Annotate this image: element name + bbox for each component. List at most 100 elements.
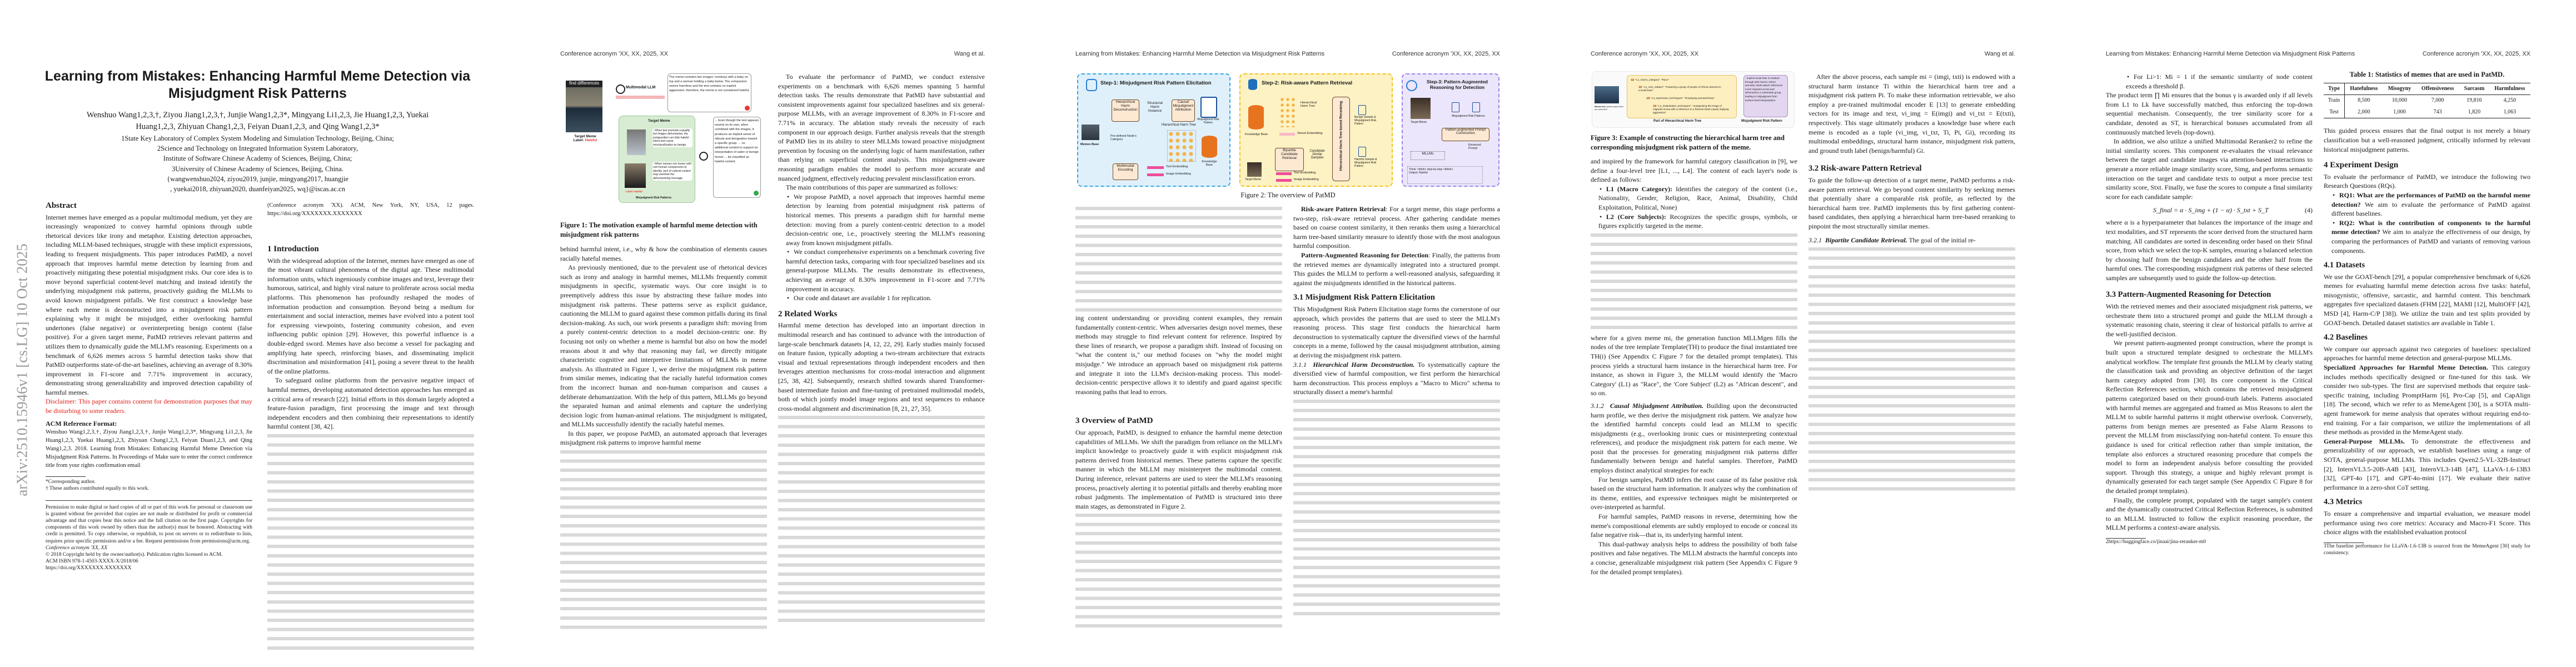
embedding-bar [1276,179,1292,182]
node-multimodal-encoding: Multimodal Encoding [1113,163,1138,180]
paragraph: We use the GOAT-bench [29], a popular co… [2324,272,2530,327]
copyright: © 2018 Copyright held by the owner/autho… [46,552,223,558]
subsection-number: 3.1.1 [1293,360,1307,369]
pattern-text: - When text promotes equality but images… [652,128,692,148]
paragraph: We compare our approach against two cate… [2324,345,2530,362]
wrong-x-icon [745,106,750,111]
author-list: Wenshuo Wang1,2,3,†, Ziyou Jiang1,2,3,†,… [33,109,482,133]
right-column: After the above process, each sample mi … [1808,72,2015,492]
step-1-panel: Step-1: Misjudgment Risk Pattern Elicita… [1077,73,1230,187]
text-lines [560,450,767,631]
paragraph-text: To demonstrate the effectiveness and gen… [2324,437,2530,491]
section-heading-3-3: 3.3 Pattern-Augmented Reasoning for Dete… [2106,290,2271,300]
harm-tree-icon [1167,130,1196,162]
pattern-box-footer: Misjudgment Risk Patterns [636,196,672,200]
doi-link[interactable]: https://doi.org/XXXXXXX.XXXXXXX [46,565,132,571]
running-head-title: Learning from Mistakes: Enhancing Harmfu… [2106,51,2355,57]
acm-reference: Wenshuo Wang1,2,3,†, Ziyou Jiang1,2,3,†,… [46,429,252,469]
target-meme-image: find differences [566,81,602,132]
footnote-rule [46,476,86,477]
node-label: Harmful Sample & Misjudgment Risk Patter… [1354,158,1377,168]
text-lines [267,434,474,654]
paragraph: Finally, the complete prompt, populated … [2106,496,2313,532]
permission-rule [46,500,252,501]
footnote-corresponding: *Corresponding author. [46,479,96,485]
table-1-caption: Table 1: Statistics of memes that are us… [2349,71,2505,78]
section-heading-overview: 3 Overview of PatMD [1075,416,1153,426]
paragraph: With the widespread adoption of the Inte… [267,256,474,375]
level-badge: L3 [1646,97,1651,99]
wrong-answer-bubble: The meme contains two images: monkeys wi… [667,73,751,112]
check-icon [754,191,759,196]
authors-line: Huang1,2,3, Zhiyuan Chang1,2,3, Feiyan D… [136,122,380,131]
node-label: Candidate Similar Samples [1309,150,1325,160]
rq-text: We aim to analyze the effectiveness of o… [2331,228,2530,255]
node-text: "L4_instantiation_techniques": "Juxtapos… [1653,104,1729,115]
pattern-doc-icon [1200,97,1217,118]
level-text: Recognizes the specific groups, symbols,… [1598,212,1797,230]
acm-reference-heading: ACM Reference Format: [46,419,117,427]
paper-title: Learning from Mistakes: Enhancing Harmfu… [33,68,482,102]
node-label: Target Meme [1411,121,1427,124]
embedding-bar [1147,166,1164,169]
level-definition: L1 (Macro Category): Identifies the cate… [1591,185,1797,212]
subsection-number: 3.2.1 [1808,236,1822,244]
research-question: RQ1: What are the performances of PatMD … [2324,191,2530,218]
node-text: "L2_core_subject": "Featuring a group of… [1638,86,1721,92]
table-cell: 7,000 [2431,97,2444,104]
level-badge: L2 [1638,86,1643,88]
figure-3: Memes text: where's jaws when you need h… [1592,71,1795,128]
table-cell: 4,250 [2503,97,2517,104]
running-head-conference: Conference acronym 'XX, XX, 2025, XX [1392,51,1500,57]
column-header: Hatefulness [2350,85,2378,92]
text-lines [1075,514,1282,628]
table-cell: 743 [2433,108,2442,115]
author-emails: {wangwenshuo2024, ziyou2019, junjie, min… [167,175,348,183]
embedding-label: Text Embedding [1166,165,1188,168]
clipboard-icon [1472,102,1480,112]
page-4: Conference acronym 'XX, XX, 2025, XX Wan… [1546,0,2061,667]
page-3: Learning from Mistakes: Enhancing Harmfu… [1030,0,1546,667]
subsection-title: Bipartite Candidate Retrieval. [1825,236,1907,244]
step-title: Step-3: Pattern-Augmented Reasoning for … [1426,79,1488,90]
tree-label: Part of Hierarchical Harm Tree [1653,120,1702,123]
left-column: For Li>1: Mi = 1 if the semantic similar… [2106,72,2313,545]
database-search-icon [1248,79,1257,90]
think-text: Think: <think> step-by-step </think> [1409,168,1453,171]
embedding-label: Text Embedding [1294,171,1316,175]
paragraph: We present pattern-augmented prompt cons… [2106,339,2313,495]
target-meme-image [1411,98,1431,119]
left-column: behind harmful intent, i.e., why & how t… [560,245,767,631]
step-title: Step-1: Misjudgment Risk Pattern Elicita… [1100,80,1212,86]
pattern-text: - Implicit racial hate is masked through… [1745,77,1783,102]
paragraph: This guided process ensures that the fin… [2324,127,2530,153]
paragraph: To evaluate the performance of PatMD, we… [2324,172,2530,190]
running-head-title: Learning from Mistakes: Enhancing Harmfu… [1075,51,1325,57]
right-column: Table 1: Statistics of memes that are us… [2324,70,2530,556]
table-header-row: Type Hatefulness Misogyny Offensiveness … [2324,83,2530,95]
right-column: (Conference acronym 'XX). ACM, New York,… [267,201,474,654]
text-lines [1808,247,2015,492]
output-text: Output: Hateful [1409,171,1428,175]
author-emails: , yuekai2018, zhiyuan2020, duanfeiyan202… [170,185,345,193]
affiliation: 2Science and Technology on Integrated In… [157,145,358,153]
abstract-text: Internet memes have emerged as a popular… [46,213,252,396]
figure-3-caption: Figure 3: Example of constructing the hi… [1591,134,1785,151]
rq-question: RQ2: What is the contribution of compone… [2331,218,2530,236]
pattern-box-title: Target Meme [648,119,670,123]
paragraph: For harmful samples, PatMD reasons in re… [1591,512,1797,539]
label-line: Label: Hateful [560,138,610,142]
paragraph: General-Purpose MLLMs. To demonstrate th… [2324,437,2530,492]
paragraph: In addition, we also utilize a unified M… [2106,137,2313,201]
title-line: Learning from Mistakes: Enhancing Harmfu… [44,68,471,84]
step-2-panel: Step-2: Risk-aware Pattern Retrieval Kno… [1239,73,1393,187]
left-column: and inspired by the framework for harmfu… [1591,157,1797,576]
column-header: Offensiveness [2421,85,2454,92]
research-question: RQ2: What is the contribution of compone… [2324,218,2530,255]
right-column: Risk-aware Pattern Retrieval: For a targ… [1293,205,1500,619]
paragraph: Pattern-Augmented Reasoning for Detectio… [1293,251,1500,287]
openai-logo-icon [616,84,625,94]
figure-2: Step-1: Misjudgment Risk Pattern Elicita… [1077,73,1499,187]
label-prefix: Label: [573,138,584,142]
column-header: Type [2324,83,2345,95]
